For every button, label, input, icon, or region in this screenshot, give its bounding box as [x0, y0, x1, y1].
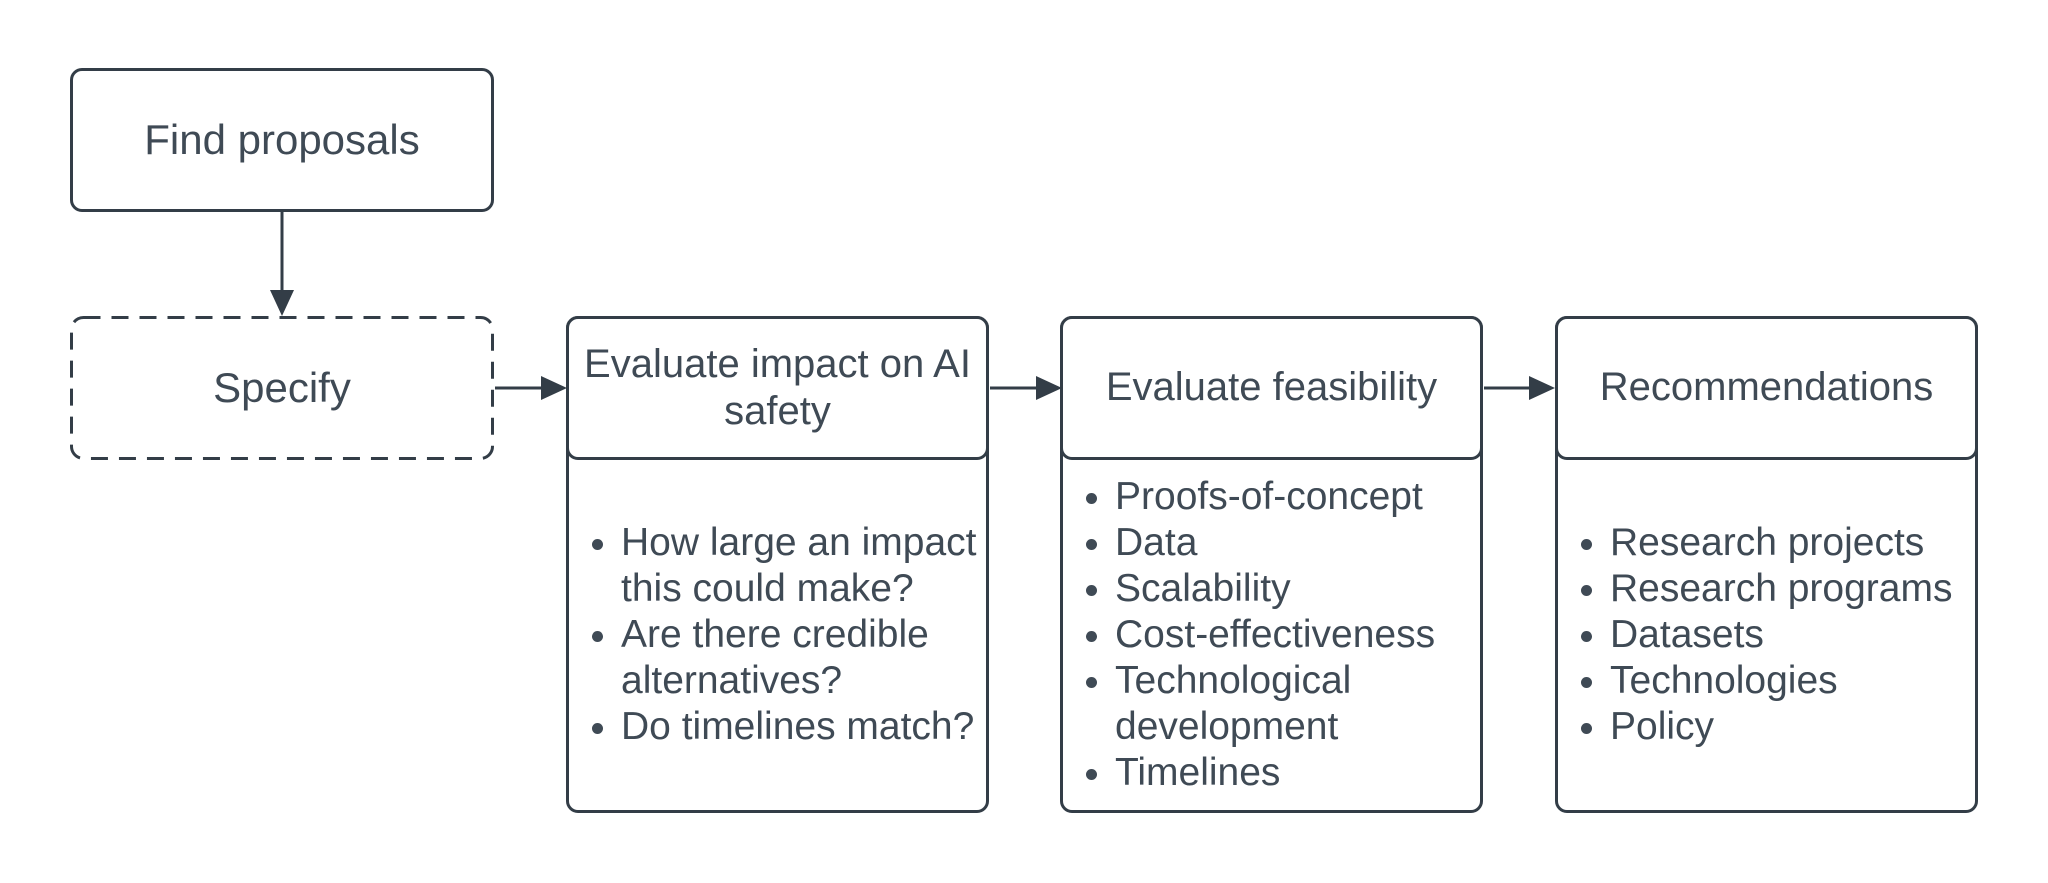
bullet-item: Policy: [1610, 704, 1975, 750]
node-find-proposals-label: Find proposals: [144, 116, 420, 163]
node-recommendations-header: Recommendations: [1555, 316, 1978, 460]
bullet-item: Timelines: [1115, 750, 1480, 796]
node-evaluate-feasibility-title: Evaluate feasibility: [1105, 365, 1438, 410]
arrow-find-to-specify: [270, 212, 294, 316]
node-specify-label: Specify: [213, 364, 351, 411]
node-find-proposals: Find proposals: [70, 68, 494, 212]
bullet-item: Research programs: [1610, 566, 1975, 612]
bullet-item: Technologies: [1610, 658, 1975, 704]
node-evaluate-feasibility: Evaluate feasibility Proofs-of-conceptDa…: [1060, 316, 1483, 813]
node-evaluate-feasibility-body: Proofs-of-conceptDataScalabilityCost-eff…: [1063, 460, 1480, 810]
node-evaluate-impact: Evaluate impact on AI safety How large a…: [566, 316, 989, 813]
bullet-list-recommendations: Research projectsResearch programsDatase…: [1558, 520, 1975, 750]
bullet-item: Scalability: [1115, 566, 1480, 612]
node-evaluate-feasibility-header: Evaluate feasibility: [1060, 316, 1483, 460]
arrow-impact-to-feasibility: [990, 376, 1062, 400]
bullet-item: How large an impact this could make?: [621, 520, 986, 612]
bullet-item: Are there credible alternatives?: [621, 612, 986, 704]
bullet-item: Proofs-of-concept: [1115, 474, 1480, 520]
bullet-item: Cost-effectiveness: [1115, 612, 1480, 658]
node-evaluate-impact-body: How large an impact this could make?Are …: [569, 460, 986, 810]
bullet-item: Research projects: [1610, 520, 1975, 566]
bullet-item: Data: [1115, 520, 1480, 566]
bullet-item: Technological development: [1115, 658, 1480, 750]
node-specify: Specify: [70, 316, 494, 460]
node-evaluate-impact-header: Evaluate impact on AI safety: [566, 316, 989, 460]
arrow-feasibility-to-recommendations: [1484, 376, 1555, 400]
arrow-specify-to-impact: [495, 376, 567, 400]
node-evaluate-impact-title: Evaluate impact on AI safety: [584, 341, 971, 433]
node-recommendations: Recommendations Research projectsResearc…: [1555, 316, 1978, 813]
node-recommendations-body: Research projectsResearch programsDatase…: [1558, 460, 1975, 810]
bullet-list-evaluate-feasibility: Proofs-of-conceptDataScalabilityCost-eff…: [1063, 474, 1480, 796]
bullet-item: Datasets: [1610, 612, 1975, 658]
dashed-border: [70, 316, 494, 460]
bullet-item: Do timelines match?: [621, 704, 986, 750]
bullet-list-evaluate-impact: How large an impact this could make?Are …: [569, 520, 986, 750]
node-recommendations-title: Recommendations: [1599, 365, 1934, 410]
